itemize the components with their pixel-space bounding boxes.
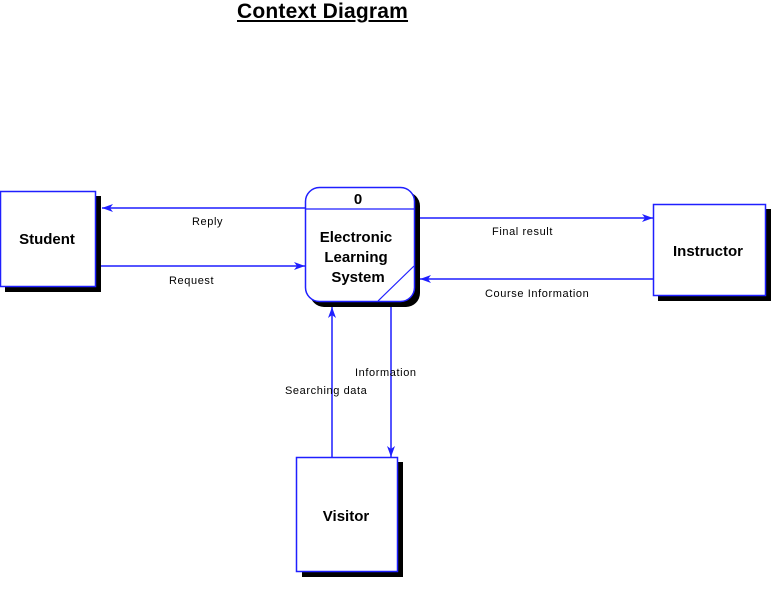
process-electronic-learning-system[interactable]: 0 Electronic Learning System xyxy=(304,186,421,308)
flow-request-label: Request xyxy=(169,275,214,287)
flow-searching-data[interactable]: Searching data xyxy=(285,307,368,457)
flow-final-result-label: Final result xyxy=(492,226,553,238)
entity-visitor[interactable]: Visitor xyxy=(295,456,404,578)
flow-request[interactable]: Request xyxy=(101,262,305,287)
entity-student[interactable]: Student xyxy=(0,190,102,293)
entity-student-label: Student xyxy=(19,231,75,248)
process-corner-slash xyxy=(377,265,415,302)
entity-instructor-box xyxy=(652,203,767,297)
flow-course-information[interactable]: Course Information xyxy=(420,275,653,300)
diagram-title: Context Diagram xyxy=(237,0,409,23)
flow-final-result[interactable]: Final result xyxy=(420,214,653,238)
entity-instructor-label: Instructor xyxy=(673,243,743,260)
flow-searching-data-label: Searching data xyxy=(285,385,368,397)
flow-information[interactable]: Information xyxy=(355,307,417,457)
entity-visitor-box xyxy=(295,456,399,573)
process-label-line-2: Learning xyxy=(324,249,387,266)
process-number: 0 xyxy=(354,191,362,208)
flow-course-information-label: Course Information xyxy=(485,288,589,300)
entity-instructor[interactable]: Instructor xyxy=(652,203,772,302)
entity-visitor-label: Visitor xyxy=(323,508,370,525)
flow-reply[interactable]: Reply xyxy=(102,204,305,228)
process-label-line-1: Electronic xyxy=(320,229,393,246)
flow-information-label: Information xyxy=(355,367,417,379)
flow-reply-label: Reply xyxy=(192,216,223,228)
process-box xyxy=(304,186,416,303)
process-label-line-3: System xyxy=(331,269,384,286)
entity-student-box xyxy=(0,190,97,288)
